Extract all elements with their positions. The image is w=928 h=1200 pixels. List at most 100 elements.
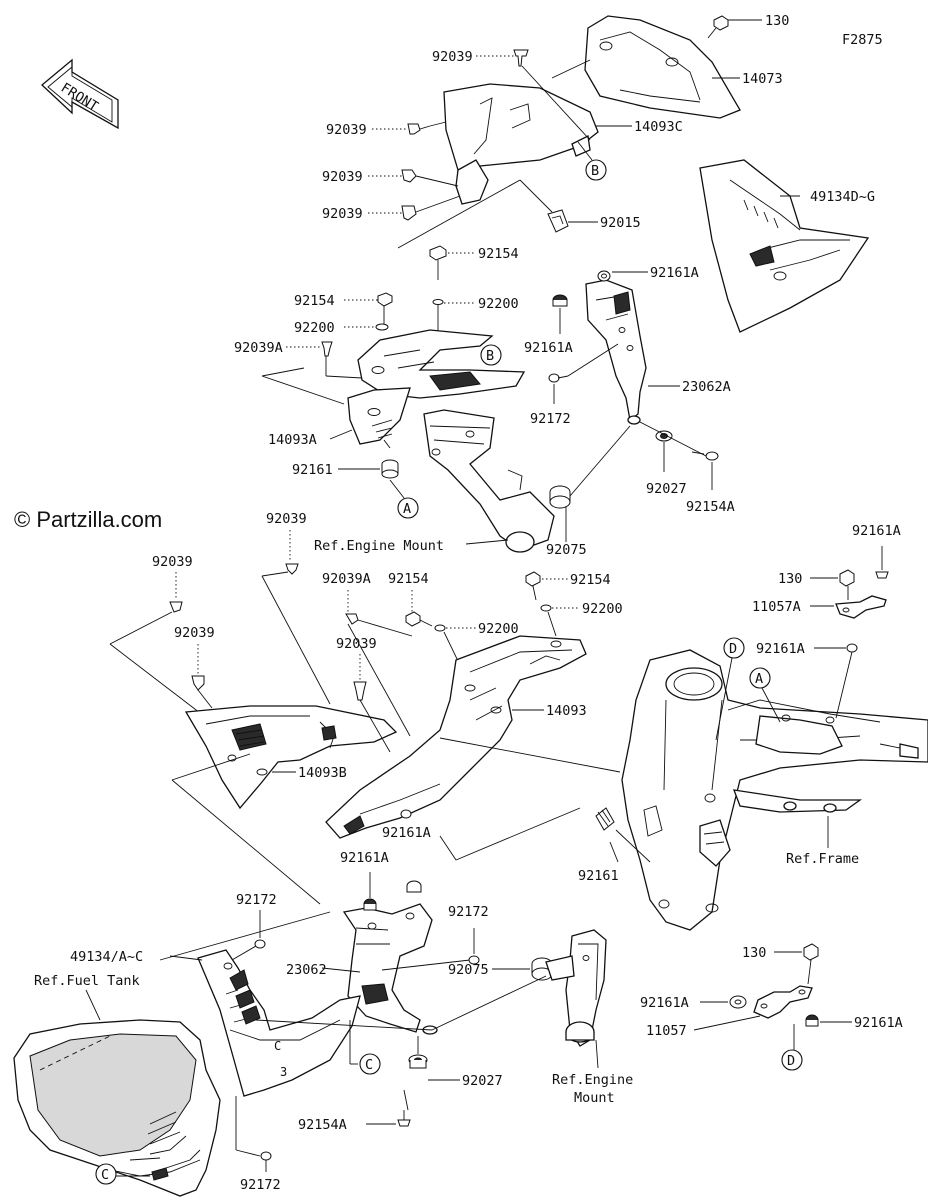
diagram-code: F2875 [842,32,883,48]
washer-92027-icon [655,430,673,442]
callout-A: A [755,671,763,687]
label-92172: 92172 [240,1177,281,1193]
callout-D: D [729,641,737,657]
part-49134D-G [699,159,870,333]
label-11057: 11057 [646,1023,687,1039]
label-14093: 14093 [546,703,587,719]
label-92154: 92154 [570,572,611,588]
rivet-92039-icon [401,205,417,221]
label-ref-fuel-tank: Ref.Fuel Tank [34,973,140,989]
callout-C: C [101,1167,109,1183]
label-92075: 92075 [448,962,489,978]
label-14093B: 14093B [298,765,347,781]
part-11057A [835,595,887,619]
label-130: 130 [742,945,766,961]
label-11057A: 11057A [752,599,801,615]
grommet-92161A-icon [597,270,611,282]
label-92161A: 92161A [382,825,431,841]
label-92039: 92039 [432,49,473,65]
part-23062A [585,279,647,425]
callout-B: B [591,163,599,179]
label-92154A: 92154A [686,499,735,515]
washer-92200-icon [432,299,444,305]
screw-92172-icon [260,1151,272,1161]
label-92154: 92154 [388,571,429,587]
label-92027: 92027 [462,1073,503,1089]
label-92161A: 92161A [340,850,389,866]
clip-92161-icon [595,807,615,831]
label-130: 130 [765,13,789,29]
label-23062A: 23062A [682,379,731,395]
panel-code-3: 3 [280,1065,287,1079]
callout-D: D [787,1053,795,1069]
rivet-92039-icon [353,681,367,701]
grommet-92161A-icon [400,809,412,819]
label-92200: 92200 [294,320,335,336]
label-ref-frame: Ref.Frame [786,851,859,867]
part-23062 [342,903,438,1035]
part-11057 [753,985,813,1019]
grommet-92161A-icon [363,898,377,911]
label-92200: 92200 [478,296,519,312]
label-ref-engine-mount: Ref.Engine Mount [314,538,444,554]
grommet-92161A-icon [729,995,747,1009]
label-92172: 92172 [530,411,571,427]
grommet-92161-icon [381,459,399,479]
bolt-92154-icon [405,611,433,627]
label-92161: 92161 [292,462,333,478]
label-92161A: 92161A [756,641,805,657]
label-92039A: 92039A [234,340,283,356]
label-92039: 92039 [336,636,377,652]
clip-92015-icon [547,209,569,233]
label-49134A-C: 49134/A~C [70,949,143,965]
label-92039: 92039 [326,122,367,138]
label-92161A: 92161A [854,1015,903,1031]
label-92027: 92027 [646,481,687,497]
label-130: 130 [778,571,802,587]
rivet-92039A-icon [321,341,333,357]
part-49134A-C: C 3 [197,949,361,1097]
label-92161A: 92161A [640,995,689,1011]
rivet-92039-icon [191,675,205,691]
label-92161: 92161 [578,868,619,884]
label-14093A: 14093A [268,432,317,448]
label-92200: 92200 [582,601,623,617]
label-92039: 92039 [266,511,307,527]
bolt-130-icon [803,943,819,985]
rivet-92039-icon [401,169,417,183]
washer-92027-icon [408,1054,428,1069]
screw-92172-icon [468,955,480,965]
part-14073 [584,15,741,119]
label-49134D-G: 49134D~G [810,189,875,205]
engine-mount-bottom [545,929,607,1047]
part-14093 [325,635,587,839]
bolt-92154-icon [377,292,393,307]
label-92172: 92172 [448,904,489,920]
spacer-92075-icon [549,485,571,509]
rivet-92039-icon [285,563,299,575]
screw-92172-icon [548,373,569,383]
grommet-92161A-icon [552,294,568,307]
label-23062: 23062 [286,962,327,978]
rivet-92039A-icon [345,613,359,625]
part-14093C [443,83,599,205]
grommet-92161A-icon [805,1014,819,1027]
label-92154: 92154 [478,246,519,262]
fuel-tank-reference [13,1019,221,1197]
washer-92200-icon [434,624,446,632]
front-arrow-icon: FRONT [41,58,119,130]
watermark: © Partzilla.com [14,507,162,532]
label-92161A: 92161A [524,340,573,356]
washer-92200-icon [540,604,552,612]
label-92200: 92200 [478,621,519,637]
label-14093C: 14093C [634,119,683,135]
grommet-92161A-icon [875,571,889,579]
callout-C: C [365,1057,373,1073]
bolt-92154-icon [525,571,541,601]
grommet-92161A-icon [846,643,858,653]
screw-92154A-icon [397,1089,411,1127]
label-14073: 14073 [742,71,783,87]
callout-B: B [486,348,494,364]
